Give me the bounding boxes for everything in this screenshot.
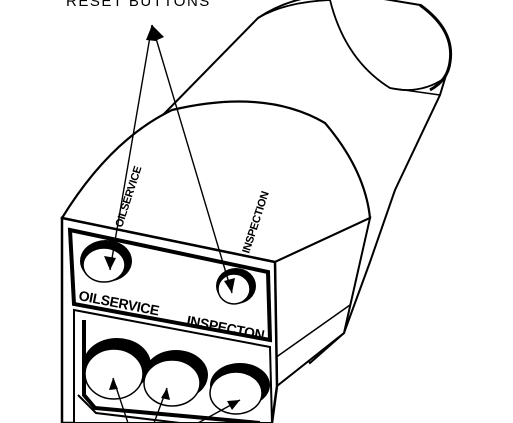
device-end-cap: [257, 0, 446, 91]
lower-panel-bottom-edge: [77, 394, 181, 423]
lower-button-3[interactable]: [209, 363, 270, 415]
oilservice-reset-button[interactable]: [80, 240, 132, 283]
lower-panel-shadow: [82, 320, 261, 423]
lower-button-1[interactable]: [83, 338, 151, 400]
lower-button-2[interactable]: [143, 350, 208, 407]
arrow-to-inspection-button: [151, 24, 233, 294]
reset-buttons-callout: RESET BUTTONS: [66, 0, 211, 10]
housing-side-seam: [274, 304, 351, 359]
device-cap-rim: [419, 3, 453, 92]
housing-top: [60, 100, 372, 264]
inspection-reset-button[interactable]: [216, 268, 256, 305]
arrow-to-oilservice-button: [109, 24, 153, 271]
device-body-seam: [389, 87, 441, 96]
arrowheads: [104, 25, 240, 410]
